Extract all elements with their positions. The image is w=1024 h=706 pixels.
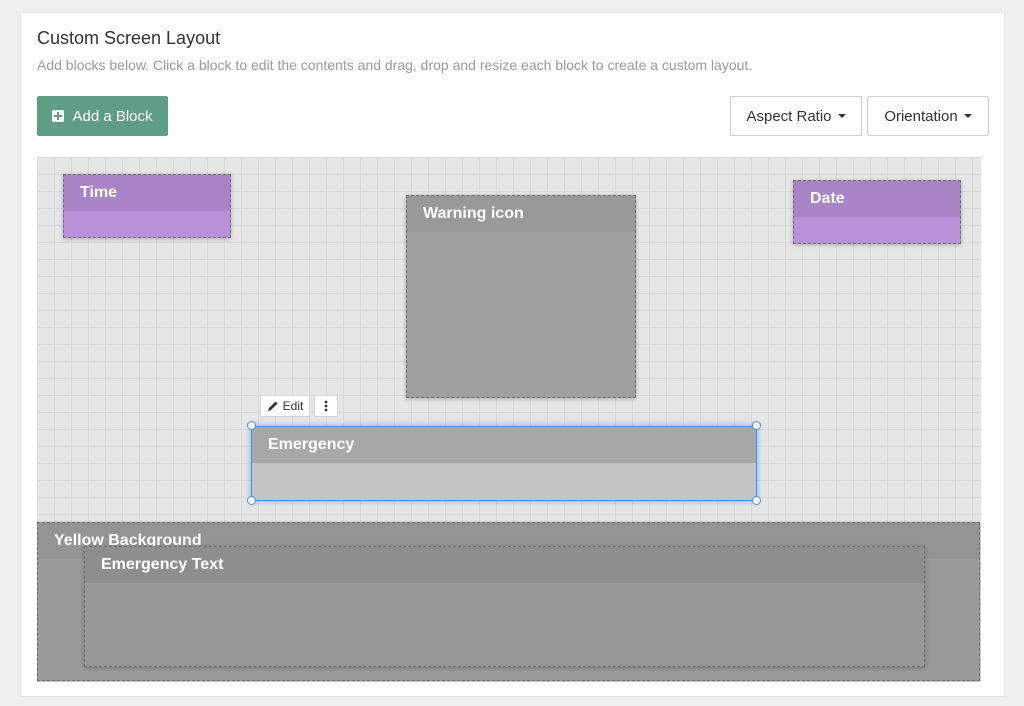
page-subtitle: Add blocks below. Click a block to edit … — [37, 57, 753, 73]
block-time-title: Time — [64, 175, 230, 211]
block-emergency-title: Emergency — [252, 427, 756, 463]
add-block-button[interactable]: Add a Block — [37, 96, 168, 136]
resize-handle-top-right[interactable] — [752, 421, 761, 430]
block-warning-icon[interactable]: Warning icon — [406, 195, 636, 398]
edit-block-button[interactable]: Edit — [260, 395, 310, 417]
block-warning-icon-title: Warning icon — [407, 196, 635, 232]
aspect-ratio-label: Aspect Ratio — [746, 107, 832, 125]
block-time[interactable]: Time — [63, 174, 231, 238]
orientation-label: Orientation — [884, 107, 958, 125]
caret-down-icon — [837, 114, 846, 118]
block-emergency-text[interactable]: Emergency Text — [84, 546, 925, 667]
edit-block-label: Edit — [282, 399, 304, 413]
aspect-ratio-dropdown[interactable]: Aspect Ratio — [730, 96, 862, 136]
more-vertical-icon — [324, 400, 328, 412]
resize-handle-top-left[interactable] — [247, 421, 256, 430]
layout-card: Custom Screen Layout Add blocks below. C… — [20, 12, 1005, 697]
block-options-button[interactable] — [314, 395, 338, 417]
layout-canvas[interactable]: Time Warning icon Date Yellow Background… — [37, 157, 981, 682]
page-title: Custom Screen Layout — [37, 28, 221, 48]
pencil-icon — [267, 401, 278, 411]
add-block-label: Add a Block — [72, 107, 153, 125]
block-date-title: Date — [794, 181, 960, 217]
resize-handle-bottom-left[interactable] — [247, 496, 256, 505]
block-emergency[interactable]: Emergency — [251, 426, 757, 501]
block-emergency-text-title: Emergency Text — [85, 547, 924, 583]
resize-handle-bottom-right[interactable] — [752, 496, 761, 505]
orientation-dropdown[interactable]: Orientation — [867, 96, 989, 136]
caret-down-icon — [963, 114, 972, 118]
block-date[interactable]: Date — [793, 180, 961, 244]
plus-square-icon — [52, 110, 65, 122]
